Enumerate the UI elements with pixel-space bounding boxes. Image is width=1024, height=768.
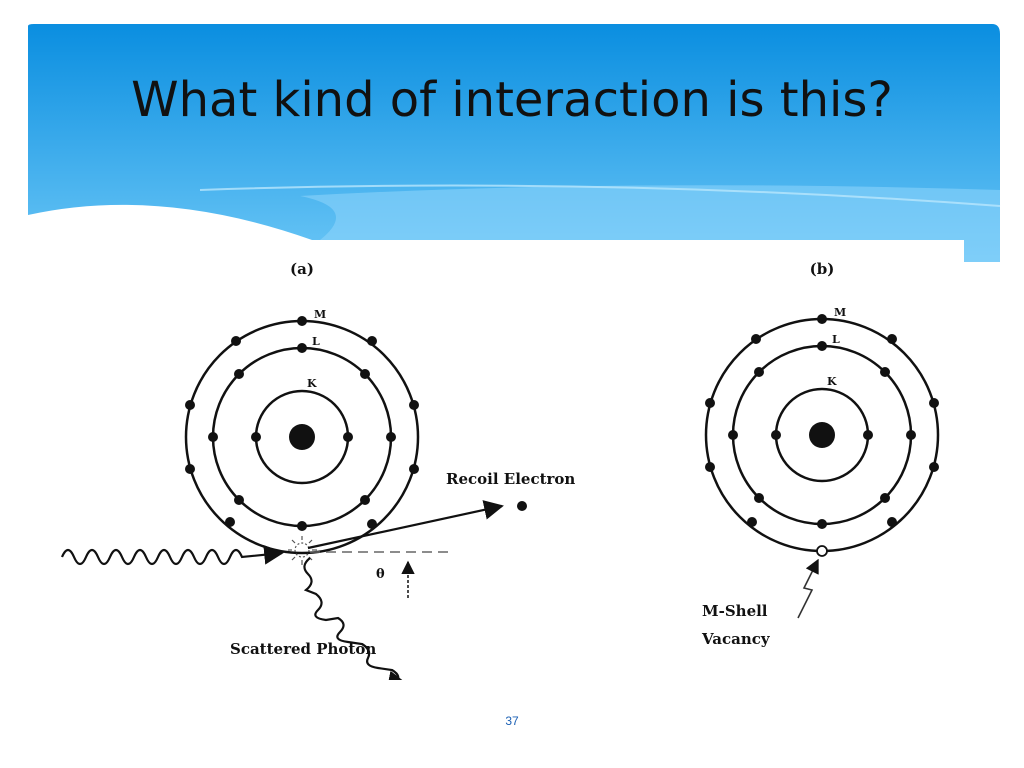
panel-a-incident-photon [60, 544, 284, 566]
banner-wave-line [199, 184, 1001, 207]
panel-a-l-electron [386, 432, 396, 442]
atom-interaction-diagram: (a) [40, 240, 964, 680]
panel-b-k-electron [771, 430, 781, 440]
panel-a-k-electron [251, 432, 261, 442]
panel-a-m-electron [297, 316, 307, 326]
panel-b-l-electron [906, 430, 916, 440]
panel-a-m-electron [231, 336, 241, 346]
panel-b-m-electron [751, 334, 761, 344]
panel-a-l-electron [234, 369, 244, 379]
panel-b-m-electron [705, 462, 715, 472]
panel-b-m-electron [887, 517, 897, 527]
page-number: 37 [505, 714, 519, 728]
panel-a-m-electron [367, 336, 377, 346]
panel-a-l-electron [297, 343, 307, 353]
panel-b-m-electron [929, 462, 939, 472]
panel-a-recoil-arrow [307, 500, 504, 550]
panel-b-l-electron [728, 430, 738, 440]
panel-a-m-electron [367, 519, 377, 529]
panel-a-shell-label: L [312, 335, 320, 348]
panel-b-shell-label: L [832, 333, 840, 346]
panel-a-nucleus [289, 424, 315, 450]
panel-b: (b) [701, 260, 940, 648]
panel-b-l-electron [817, 519, 827, 529]
header-banner [28, 24, 1001, 262]
panel-b-m-electron [817, 314, 827, 324]
banner-wave-light [300, 185, 1000, 262]
panel-b-m-electron [887, 334, 897, 344]
panel-b-m-shell-vacancy [816, 545, 828, 557]
panel-b-label: (b) [810, 260, 835, 278]
panel-a-recoil-label: Recoil Electron [446, 470, 575, 488]
panel-a-recoil-electron [517, 501, 527, 511]
panel-b-vacancy-pointer [797, 558, 819, 619]
panel-b-l-electron [880, 367, 890, 377]
panel-b-nucleus [809, 422, 835, 448]
panel-a-scattered-label: Scattered Photon [230, 640, 376, 658]
panel-b-vacancy-label-line2: Vacancy [701, 630, 771, 648]
panel-b-m-electron [747, 517, 757, 527]
panel-b-shell-label: K [827, 375, 837, 388]
panel-a-m-electron [409, 400, 419, 410]
panel-b-l-electron [754, 493, 764, 503]
panel-a-k-electron [343, 432, 353, 442]
panel-a-collision-burst [288, 536, 317, 565]
slide-title: What kind of interaction is this? [131, 72, 893, 128]
panel-b-k-electron [863, 430, 873, 440]
panel-a-l-electron [208, 432, 218, 442]
panel-a-shell-label: K [307, 377, 317, 390]
panel-b-l-electron [754, 367, 764, 377]
panel-a-l-electron [360, 495, 370, 505]
panel-b-m-electron [929, 398, 939, 408]
panel-a-m-electron [185, 464, 195, 474]
panel-a-m-electron [225, 517, 235, 527]
panel-a: (a) [60, 260, 575, 680]
panel-b-vacancy-label-line1: M-Shell [702, 602, 768, 620]
panel-a-angle-label: θ [376, 567, 385, 582]
panel-a-label: (a) [290, 260, 314, 278]
panel-a-l-electron [360, 369, 370, 379]
panel-b-l-electron [817, 341, 827, 351]
panel-a-l-electron [234, 495, 244, 505]
panel-b-m-electron [705, 398, 715, 408]
panel-a-scattered-photon [303, 557, 408, 680]
panel-a-m-electron [185, 400, 195, 410]
panel-a-shell-label: M [314, 308, 326, 321]
panel-b-shell-label: M [834, 306, 846, 319]
panel-a-m-electron [409, 464, 419, 474]
panel-b-l-electron [880, 493, 890, 503]
panel-a-l-electron [297, 521, 307, 531]
